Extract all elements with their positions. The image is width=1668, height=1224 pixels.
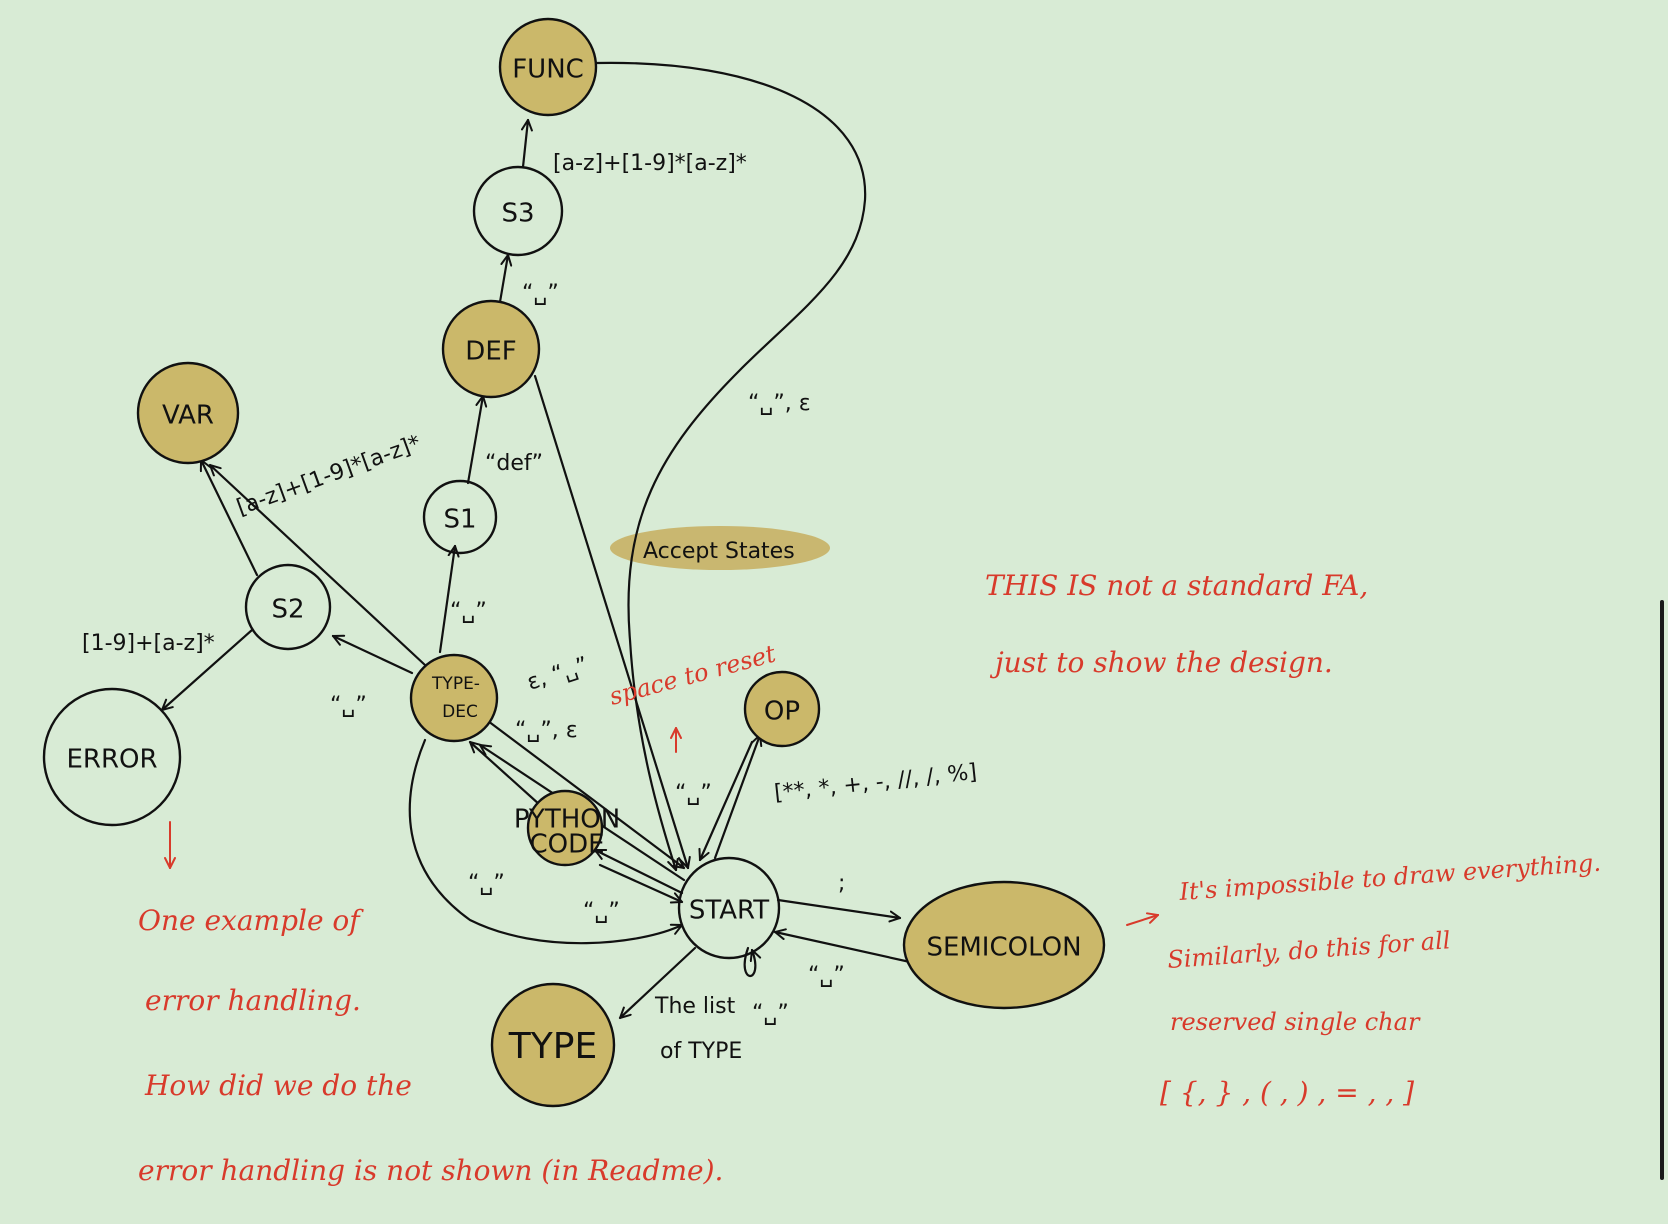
node-def: DEF: [441, 299, 541, 399]
edge-start-op: [713, 735, 760, 860]
label-typedec-s1: “␣”: [450, 599, 487, 624]
label-start-typedec-1: ε, “␣”: [524, 653, 591, 696]
edge-typedec-start: [478, 713, 684, 868]
node-start: START: [677, 856, 781, 960]
label-s1-def: “def”: [485, 451, 543, 476]
edge-typedec-var: [210, 465, 427, 667]
edge-s1-def: [466, 396, 483, 485]
accept-states-highlight: [610, 526, 830, 570]
note-not-standard-2: just to show the design.: [989, 646, 1333, 679]
svg-text:S3: S3: [501, 199, 534, 229]
vertical-scrollbar[interactable]: [1660, 600, 1664, 1180]
edge-start-semicolon: [776, 898, 900, 918]
note-impossible-2: Similarly, do this for all: [1166, 926, 1451, 974]
svg-text:FUNC: FUNC: [512, 55, 584, 85]
label-start-semicolon: ;: [838, 871, 845, 896]
svg-text:OP: OP: [764, 697, 800, 727]
node-error: ERROR: [42, 687, 182, 827]
edge-start-type: [620, 946, 697, 1018]
svg-text:TYPE-: TYPE-: [431, 674, 480, 694]
edge-python-start: [598, 863, 682, 902]
svg-text:TYPE: TYPE: [508, 1026, 597, 1067]
label-def-s3: “␣”: [522, 281, 559, 306]
label-typedec-s2: “␣”: [330, 693, 367, 718]
edge-s2-error: [162, 628, 254, 710]
label-semicolon-back: “␣”: [808, 963, 845, 988]
node-s3: S3: [472, 165, 564, 257]
svg-text:SEMICOLON: SEMICOLON: [926, 933, 1081, 963]
note-impossible-1: It's impossible to draw everything.: [1177, 849, 1601, 906]
node-python-code: PYTHON CODE: [514, 789, 620, 867]
node-type: TYPE: [490, 982, 616, 1108]
svg-text:DEF: DEF: [465, 337, 516, 367]
label-type-list-2: of TYPE: [660, 1039, 742, 1064]
label-start-space: “␣”: [675, 781, 712, 806]
svg-text:S2: S2: [271, 595, 304, 625]
label-start-selfloop: “␣”: [752, 1001, 789, 1026]
svg-text:ERROR: ERROR: [66, 745, 157, 775]
edge-typedec-s1: [438, 546, 455, 654]
label-op-set: [**, *, +, -, //, /, %]: [773, 760, 978, 806]
label-s2-error: [1-9]+[a-z]*: [82, 631, 215, 656]
label-typedec-loop: “␣”: [468, 871, 505, 896]
edge-start-python: [595, 848, 684, 895]
note-impossible-3: reserved single char: [1170, 1008, 1421, 1036]
note-impossible-4: [ {, } , ( , ) , = , , ]: [1160, 1076, 1414, 1109]
accept-states-label: Accept States: [643, 539, 795, 564]
edge-s2-var: [201, 460, 259, 577]
node-type-dec: TYPE- DEC: [409, 653, 499, 743]
svg-text:CODE: CODE: [529, 830, 604, 860]
note-not-standard-1: THIS IS not a standard FA,: [985, 569, 1368, 602]
note-error-4: error handling is not shown (in Readme).: [138, 1154, 723, 1187]
edge-start-selfloop: [743, 946, 756, 977]
note-error-2: error handling.: [145, 984, 361, 1017]
svg-text:PYTHON: PYTHON: [514, 805, 620, 835]
edge-def-start: [533, 374, 688, 868]
note-error-3: How did we do the: [144, 1069, 412, 1102]
edge-semicolon-start: [775, 932, 912, 964]
note-error-1: One example of: [138, 904, 364, 937]
node-op: OP: [743, 670, 821, 748]
node-s1: S1: [422, 479, 498, 555]
node-var: VAR: [136, 361, 240, 465]
svg-text:DEC: DEC: [442, 702, 478, 722]
svg-text:S1: S1: [443, 505, 476, 535]
impossible-note-arrow: [1126, 915, 1158, 926]
edge-s3-func: [523, 120, 528, 169]
edge-typedec-loop-start: [408, 738, 682, 945]
node-func: FUNC: [498, 17, 598, 117]
edge-op-start: [700, 740, 754, 860]
node-semicolon: SEMICOLON: [902, 880, 1106, 1010]
edge-func-start: [595, 61, 867, 870]
label-s3-func: [a-z]+[1-9]*[a-z]*: [553, 151, 747, 176]
label-type-list-1: The list: [654, 994, 736, 1019]
svg-text:VAR: VAR: [162, 401, 214, 431]
label-start-typedec-2: “␣”, ε: [515, 718, 578, 743]
label-var-regex: [a-z]+[1-9]*[a-z]*: [234, 431, 425, 521]
label-func-start: “␣”, ε: [748, 391, 811, 416]
label-start-python-space: “␣”: [583, 899, 620, 924]
node-s2: S2: [244, 563, 332, 651]
edge-python-typedec: [470, 742, 542, 807]
edge-def-s3: [498, 255, 508, 304]
svg-text:START: START: [689, 896, 769, 926]
edge-typedec-s2: [333, 636, 414, 675]
